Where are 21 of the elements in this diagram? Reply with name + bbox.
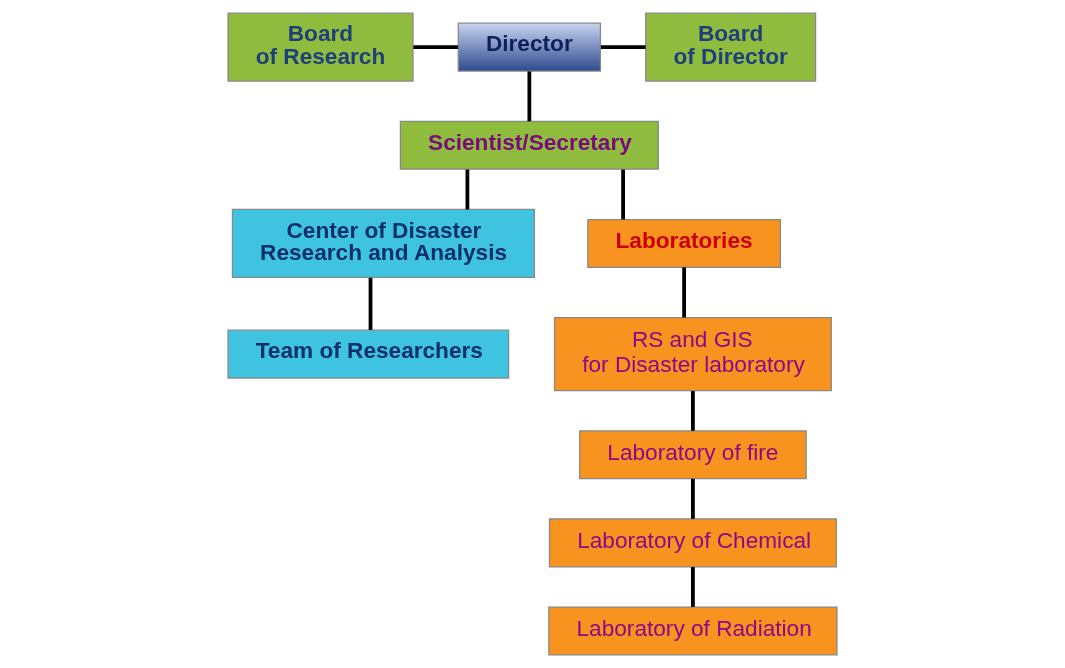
node-box: Laboratory of Radiation xyxy=(548,606,838,656)
node-box: Laboratory of fire xyxy=(579,430,807,480)
node-box: RS and GIS for Disaster laboratory xyxy=(553,317,832,392)
node-box: Team of Researchers xyxy=(227,329,510,379)
connector xyxy=(413,45,459,50)
connector xyxy=(368,277,373,330)
node-box: Board of Research xyxy=(227,12,414,82)
connector xyxy=(691,478,695,519)
connector xyxy=(691,391,695,431)
node-box: Board of Director xyxy=(645,12,817,82)
node-box: Laboratory of Chemical xyxy=(548,518,837,568)
connector xyxy=(682,267,686,318)
node-box: Scientist/Secretary xyxy=(399,120,659,170)
connector xyxy=(527,71,532,122)
connector xyxy=(621,169,625,220)
node-box: Laboratories xyxy=(587,218,781,268)
node-box: Director xyxy=(457,22,602,72)
node-box: Center of Disaster Research and Analysis xyxy=(231,208,535,278)
connector xyxy=(465,169,470,210)
connector xyxy=(691,566,695,607)
connector xyxy=(600,45,646,50)
